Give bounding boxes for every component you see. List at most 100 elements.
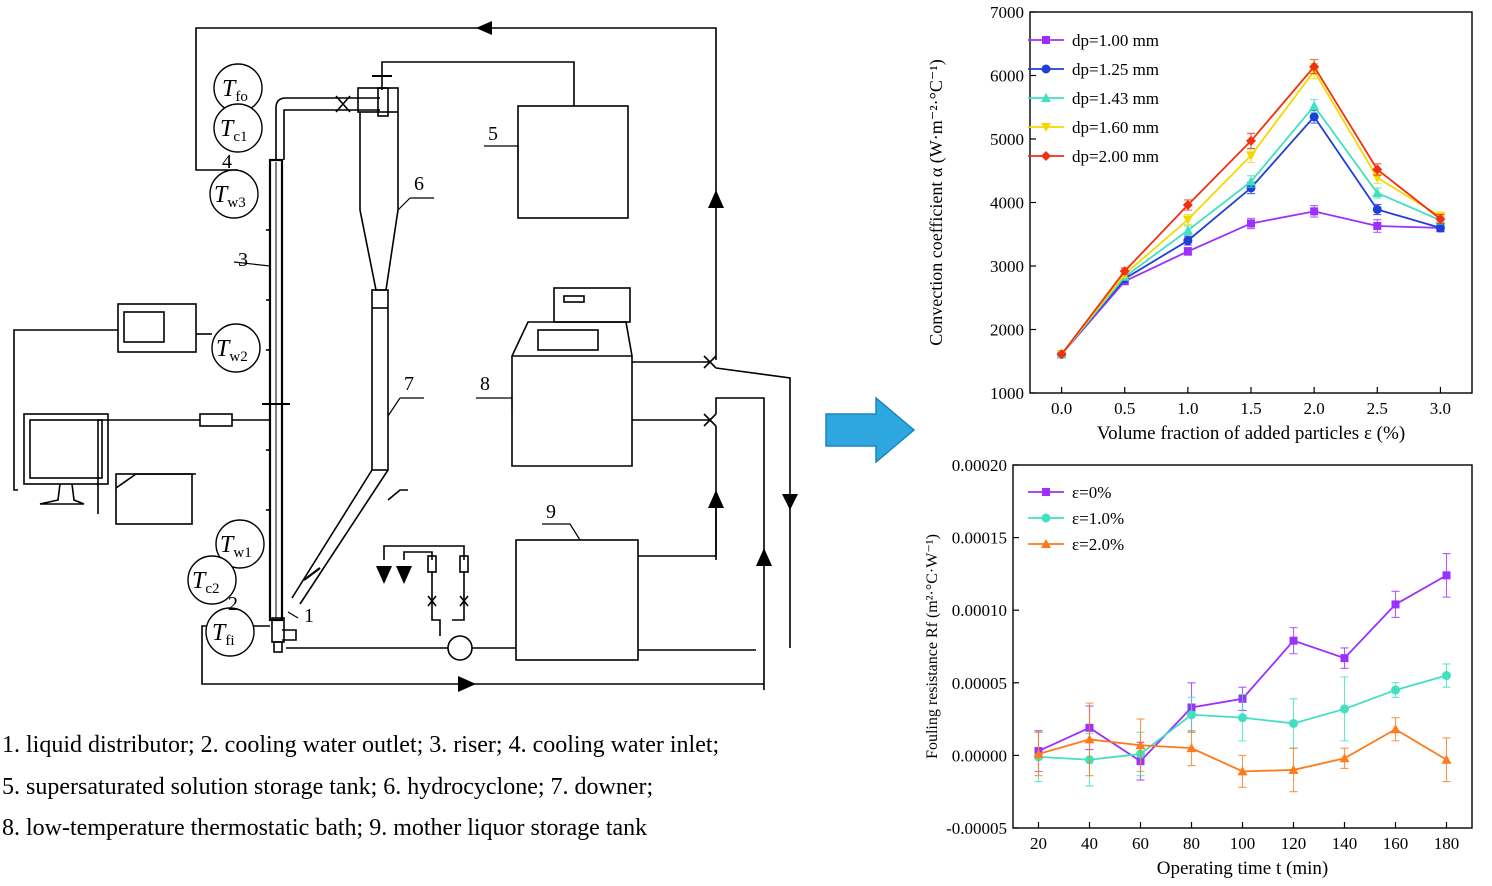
convection-x-tick-label: 2.0	[1304, 399, 1325, 418]
convection-x-tick-label: 2.5	[1367, 399, 1388, 418]
convection-x-tick-label: 0.0	[1051, 399, 1072, 418]
fouling-legend-marker	[1042, 488, 1050, 496]
fouling-x-tick-label: 80	[1183, 834, 1200, 853]
convection-data-point	[1372, 204, 1382, 214]
fouling-legend-marker	[1041, 539, 1051, 548]
component-number-9: 9	[546, 501, 556, 523]
component-number-4: 4	[222, 151, 232, 173]
convection-data-point	[1310, 207, 1319, 216]
temp-label-tw1: Tw1	[220, 532, 252, 561]
convection-legend-marker	[1041, 123, 1051, 132]
convection-series-line-3	[1060, 69, 1441, 355]
fouling-x-tick-label: 20	[1030, 834, 1047, 853]
convection-data-point	[1247, 219, 1255, 228]
fouling-data-point	[1442, 671, 1451, 681]
convection-data-point	[1309, 61, 1320, 72]
component-number-8: 8	[480, 373, 490, 395]
temp-label-tc1: Tc1	[220, 116, 248, 145]
temp-label-tc2: Tc2	[192, 568, 220, 597]
fouling-x-tick-label: 40	[1081, 834, 1098, 853]
convection-data-point	[1183, 236, 1193, 246]
convection-data-point	[1309, 100, 1320, 110]
fouling-x-tick-label: 180	[1434, 834, 1460, 853]
temp-label-tfo: Tfo	[222, 76, 248, 105]
fouling-data-point	[1238, 713, 1247, 723]
convection-data-point	[1119, 266, 1130, 277]
convection-y-axis-label: Convection coefficient α (W·m⁻²·°C⁻¹)	[926, 59, 947, 346]
convection-legend-label: dp=2.00 mm	[1072, 147, 1159, 166]
fouling-x-axis-label: Operating time t (min)	[1157, 858, 1328, 879]
convection-data-point	[1182, 200, 1193, 211]
convection-y-tick-label: 5000	[990, 130, 1024, 149]
convection-y-tick-label: 6000	[990, 67, 1024, 86]
convection-data-point	[1246, 183, 1256, 193]
fouling-y-tick-label: 0.00020	[952, 456, 1007, 475]
fouling-y-tick-label: 0.00015	[952, 529, 1007, 548]
convection-legend-label: dp=1.00 mm	[1072, 31, 1159, 50]
fouling-x-tick-label: 60	[1132, 834, 1149, 853]
convection-y-tick-label: 4000	[990, 194, 1024, 213]
convection-y-tick-label: 3000	[990, 257, 1024, 276]
convection-data-point	[1373, 221, 1382, 230]
convection-data-point	[1372, 173, 1383, 183]
fouling-data-point	[1340, 654, 1349, 663]
convection-legend-marker	[1041, 64, 1051, 74]
fouling-data-point	[1391, 600, 1400, 609]
result-arrow-icon	[825, 396, 916, 464]
caption-line-2: 5. supersaturated solution storage tank;…	[2, 774, 654, 800]
temp-label-tw3: Tw3	[214, 182, 246, 211]
convection-data-point	[1056, 349, 1067, 360]
caption-line-3: 8. low-temperature thermostatic bath; 9.…	[2, 815, 648, 841]
fouling-data-point	[1391, 685, 1400, 695]
convection-legend-label: dp=1.25 mm	[1072, 60, 1159, 79]
fouling-y-axis-label: Fouling resistance Rf (m²·°C·W⁻¹)	[924, 534, 941, 759]
fouling-data-point	[1441, 754, 1452, 764]
fouling-x-tick-label: 160	[1383, 834, 1409, 853]
convection-x-tick-label: 3.0	[1430, 399, 1451, 418]
fouling-data-point	[1033, 748, 1044, 758]
temp-label-tw2: Tw2	[216, 336, 248, 365]
fouling-legend-marker	[1041, 513, 1051, 523]
fouling-data-point	[1289, 718, 1298, 728]
component-number-7: 7	[404, 373, 414, 395]
caption-line-1: 1. liquid distributor; 2. cooling water …	[2, 732, 720, 758]
component-number-3: 3	[238, 249, 248, 271]
fouling-y-tick-label: 0.00000	[952, 746, 1007, 765]
fouling-data-point	[1084, 734, 1095, 744]
fouling-x-tick-label: 140	[1332, 834, 1358, 853]
component-number-6: 6	[414, 173, 424, 195]
component-number-5: 5	[488, 123, 498, 145]
fouling-data-point	[1289, 636, 1298, 645]
fouling-legend-label: ε=1.0%	[1072, 509, 1124, 528]
convection-data-point	[1246, 151, 1256, 161]
fouling-data-point	[1340, 704, 1349, 714]
convection-data-point	[1246, 135, 1256, 146]
temp-label-tfi: Tfi	[212, 620, 235, 649]
convection-x-tick-label: 1.5	[1240, 399, 1261, 418]
fouling-y-tick-label: 0.00010	[952, 601, 1007, 620]
fouling-data-point	[1186, 743, 1197, 753]
fouling-data-point	[1390, 724, 1401, 734]
fouling-legend-label: ε=2.0%	[1072, 535, 1124, 554]
convection-data-point	[1435, 214, 1446, 225]
convection-y-tick-label: 2000	[990, 321, 1024, 340]
fouling-y-tick-label: -0.00005	[946, 819, 1007, 838]
convection-x-axis-label: Volume fraction of added particles ε (%)	[1097, 423, 1405, 444]
experimental-setup-schematic: Tfo Tc1 Tw3 Tw2 Tw1 Tc2 Tfi 1 2 3 4 5 6 …	[13, 21, 798, 692]
fouling-data-point	[1135, 740, 1146, 750]
convection-legend-marker	[1041, 93, 1051, 102]
fouling-data-point	[1187, 710, 1196, 720]
fouling-data-point	[1339, 753, 1350, 763]
convection-y-tick-label: 7000	[990, 3, 1024, 22]
convection-data-point	[1435, 223, 1445, 233]
convection-y-tick-label: 1000	[990, 384, 1024, 403]
fouling-data-point	[1237, 766, 1248, 776]
convection-data-point	[1246, 176, 1256, 186]
convection-data-point	[1372, 164, 1383, 175]
convection-x-tick-label: 1.0	[1177, 399, 1198, 418]
convection-data-point	[1182, 215, 1193, 225]
fouling-y-tick-label: 0.00005	[952, 674, 1007, 693]
fouling-x-tick-label: 100	[1230, 834, 1256, 853]
